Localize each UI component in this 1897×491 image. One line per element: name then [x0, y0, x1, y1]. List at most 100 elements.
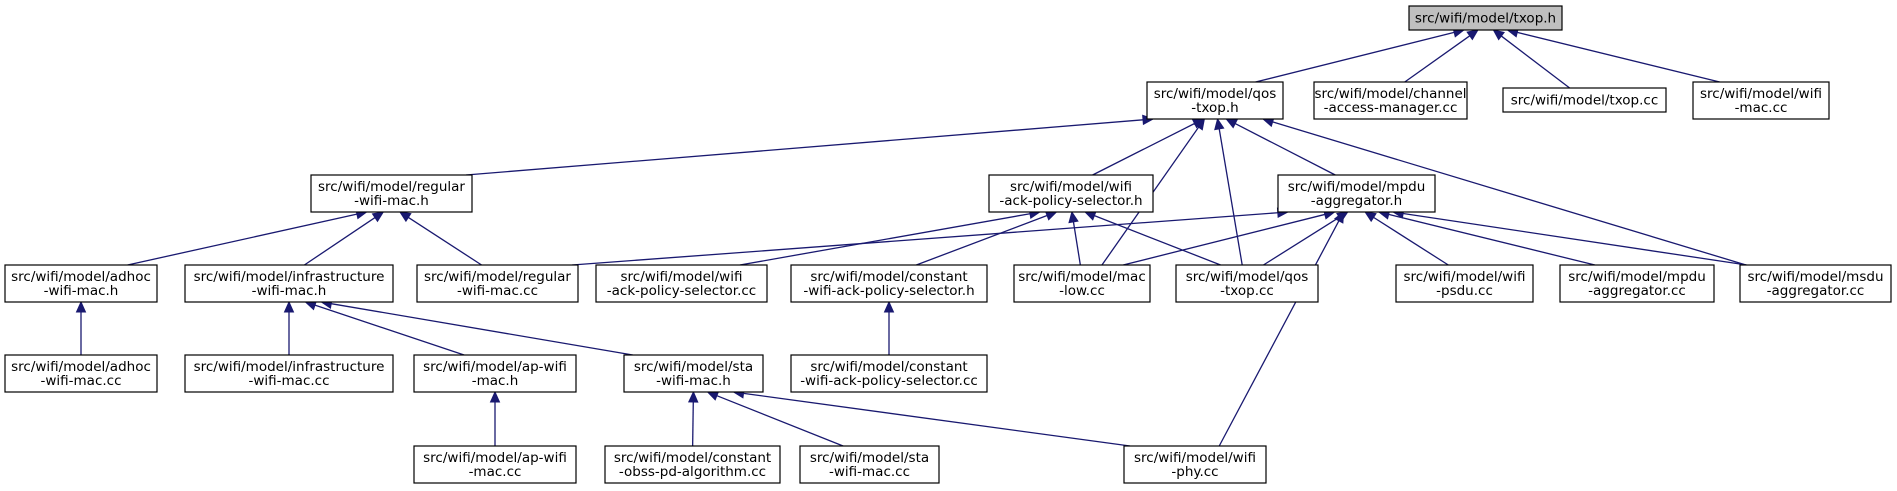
node-label-line: src/wifi/model/constant — [614, 450, 771, 466]
node-msdu_agg_cc[interactable]: src/wifi/model/msdu-aggregator.cc — [1739, 264, 1892, 303]
node-label-line: -wifi-mac.cc — [248, 373, 329, 389]
arrowhead-mac_low_cc-to-ack_sel_h — [1068, 210, 1079, 224]
arrowhead-qos_txop_cc-to-ack_sel_h — [1083, 210, 1097, 221]
node-label-line: src/wifi/model/regular — [318, 179, 465, 195]
node-box[interactable] — [595, 264, 768, 303]
node-box[interactable] — [1013, 264, 1151, 303]
edge-qos_txop_cc-to-mpdu_agg_h — [1263, 216, 1340, 266]
node-label-line: src/wifi/model/txop.h — [1415, 11, 1556, 27]
node-qos_txop_h[interactable]: src/wifi/model/qos-txop.h — [1146, 81, 1284, 120]
node-box[interactable] — [1123, 445, 1267, 484]
arrowhead-infra_cc-to-infra_h — [283, 300, 295, 313]
node-box[interactable] — [184, 354, 394, 393]
node-label-line: -phy.cc — [1171, 464, 1218, 480]
node-wifi_phy_cc[interactable]: src/wifi/model/wifi-phy.cc — [1123, 445, 1267, 484]
node-sta_cc[interactable]: src/wifi/model/sta-wifi-mac.cc — [799, 445, 940, 484]
node-adhoc_h[interactable]: src/wifi/model/adhoc-wifi-mac.h — [4, 264, 158, 303]
node-box[interactable] — [1277, 174, 1436, 213]
node-box[interactable] — [799, 445, 940, 484]
edge-sta_h-to-infra_h — [331, 303, 633, 356]
arrowhead-const_obss_cc-to-sta_h — [687, 390, 699, 403]
node-label-line: src/wifi/model/mpdu — [1568, 269, 1706, 285]
node-box[interactable] — [790, 264, 988, 303]
node-box[interactable] — [413, 354, 577, 393]
node-label-line: -wifi-mac.cc — [829, 464, 910, 480]
node-box[interactable] — [604, 445, 781, 484]
node-const_ack_h[interactable]: src/wifi/model/constant-wifi-ack-policy-… — [790, 264, 988, 303]
node-ack_sel_h[interactable]: src/wifi/model/wifi-ack-policy-selector.… — [988, 174, 1154, 213]
node-regular_h[interactable]: src/wifi/model/regular-wifi-mac.h — [310, 174, 473, 213]
arrowhead-qos_txop_cc-to-qos_txop_h — [1214, 117, 1225, 131]
edge-msdu_agg_cc-to-qos_txop_h — [1272, 121, 1747, 266]
node-box[interactable] — [988, 174, 1154, 213]
node-box[interactable] — [790, 354, 988, 393]
node-channel_access_cc[interactable]: src/wifi/model/channel-access-manager.cc — [1313, 81, 1468, 120]
node-mac_low_cc[interactable]: src/wifi/model/mac-low.cc — [1013, 264, 1151, 303]
edge-const_obss_cc-to-sta_h — [692, 401, 694, 447]
arrowhead-psdu_cc-to-mpdu_agg_h — [1364, 211, 1377, 223]
edge-regular_cc-to-regular_h — [408, 216, 482, 266]
node-box[interactable] — [1502, 87, 1667, 113]
node-mpdu_agg_cc[interactable]: src/wifi/model/mpdu-aggregator.cc — [1559, 264, 1715, 303]
node-label-line: src/wifi/model/infrastructure — [194, 269, 385, 285]
node-label-line: -obss-pd-algorithm.cc — [619, 464, 766, 480]
node-label-line: -access-manager.cc — [1324, 100, 1458, 116]
node-box[interactable] — [1175, 264, 1319, 303]
node-box[interactable] — [1408, 5, 1563, 31]
node-label-line: src/wifi/model/constant — [810, 269, 967, 285]
node-label-line: src/wifi/model/sta — [810, 450, 929, 466]
node-label-line: src/wifi/model/ap-wifi — [423, 450, 567, 466]
arrowhead-ap_cc-to-ap_h — [489, 390, 501, 403]
node-label-line: src/wifi/model/mpdu — [1288, 179, 1426, 195]
node-const_ack_cc[interactable]: src/wifi/model/constant-wifi-ack-policy-… — [790, 354, 988, 393]
node-const_obss_cc[interactable]: src/wifi/model/constant-obss-pd-algorith… — [604, 445, 781, 484]
edge-adhoc_h-to-regular_h — [127, 213, 358, 266]
node-box[interactable] — [1395, 264, 1534, 303]
node-box[interactable] — [413, 445, 577, 484]
node-label-line: src/wifi/model/regular — [424, 269, 571, 285]
node-psdu_cc[interactable]: src/wifi/model/wifi-psdu.cc — [1395, 264, 1534, 303]
node-infra_h[interactable]: src/wifi/model/infrastructure-wifi-mac.h — [184, 264, 394, 303]
node-box[interactable] — [4, 264, 158, 303]
node-label-line: -ack-policy-selector.cc — [607, 283, 756, 299]
node-label-line: src/wifi/model/mac — [1018, 269, 1146, 285]
node-box[interactable] — [1146, 81, 1284, 120]
node-infra_cc[interactable]: src/wifi/model/infrastructure-wifi-mac.c… — [184, 354, 394, 393]
node-box[interactable] — [416, 264, 579, 303]
edge-mac_low_cc-to-mpdu_agg_h — [1123, 213, 1325, 266]
node-label-line: -wifi-mac.h — [252, 283, 327, 299]
node-mpdu_agg_h[interactable]: src/wifi/model/mpdu-aggregator.h — [1277, 174, 1436, 213]
node-label-line: -aggregator.cc — [1767, 283, 1865, 299]
node-box[interactable] — [623, 354, 764, 393]
node-box[interactable] — [184, 264, 394, 303]
arrowhead-regular_cc-to-regular_h — [398, 211, 412, 223]
edge-qos_txop_h-to-txop_h — [1255, 31, 1455, 83]
edge-regular_cc-to-mpdu_agg_h — [571, 212, 1278, 266]
node-box[interactable] — [1739, 264, 1892, 303]
node-wifi_mac_cc[interactable]: src/wifi/model/wifi-mac.cc — [1692, 81, 1830, 120]
node-txop_cc[interactable]: src/wifi/model/txop.cc — [1502, 87, 1667, 113]
node-box[interactable] — [1313, 81, 1468, 120]
node-box[interactable] — [310, 174, 473, 213]
node-sta_h[interactable]: src/wifi/model/sta-wifi-mac.h — [623, 354, 764, 393]
arrowhead-wifi_phy_cc-to-mpdu_agg_h — [1333, 210, 1345, 224]
node-txop_h[interactable]: src/wifi/model/txop.h — [1408, 5, 1563, 31]
node-label-line: src/wifi/model/sta — [634, 359, 753, 375]
node-label-line: -wifi-ack-policy-selector.cc — [800, 373, 978, 389]
edge-qos_txop_cc-to-ack_sel_h — [1094, 215, 1221, 266]
node-ack_sel_cc[interactable]: src/wifi/model/wifi-ack-policy-selector.… — [595, 264, 768, 303]
node-box[interactable] — [4, 354, 158, 393]
node-adhoc_cc[interactable]: src/wifi/model/adhoc-wifi-mac.cc — [4, 354, 158, 393]
node-ap_h[interactable]: src/wifi/model/ap-wifi-mac.h — [413, 354, 577, 393]
node-qos_txop_cc[interactable]: src/wifi/model/qos-txop.cc — [1175, 264, 1319, 303]
node-ap_cc[interactable]: src/wifi/model/ap-wifi-mac.cc — [413, 445, 577, 484]
node-box[interactable] — [1559, 264, 1715, 303]
node-label-line: src/wifi/model/txop.cc — [1511, 93, 1659, 109]
node-label-line: -ack-policy-selector.h — [999, 193, 1142, 209]
node-regular_cc[interactable]: src/wifi/model/regular-wifi-mac.cc — [416, 264, 579, 303]
node-label-line: -wifi-mac.h — [656, 373, 731, 389]
node-box[interactable] — [1692, 81, 1830, 120]
edge-wifi_mac_cc-to-txop_h — [1517, 31, 1720, 83]
arrowhead-const_ack_cc-to-const_ack_h — [883, 300, 895, 313]
